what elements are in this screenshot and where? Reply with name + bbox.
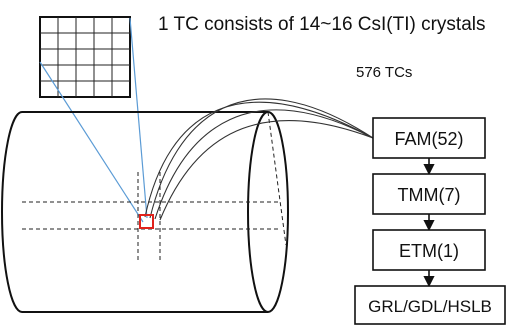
tmm-box: TMM(7) [372,173,486,215]
projection-rays [39,17,148,223]
tc-cables [144,98,374,221]
grl-label: GRL/GDL/HSLB [368,297,492,316]
etm-box: ETM(1) [372,229,486,271]
tmm-label: TMM(7) [398,185,461,205]
calorimeter-cylinder [1,111,289,313]
fam-label: FAM(52) [394,129,463,149]
crystal-grid [39,16,131,98]
tc-count-label: 576 TCs [356,64,412,81]
highlighted-tc [139,214,154,229]
grl-box: GRL/GDL/HSLB [354,285,506,325]
caption-text: 1 TC consists of 14~16 CsI(TI) crystals [158,14,486,35]
etm-label: ETM(1) [399,241,459,261]
fam-box: FAM(52) [372,117,486,159]
